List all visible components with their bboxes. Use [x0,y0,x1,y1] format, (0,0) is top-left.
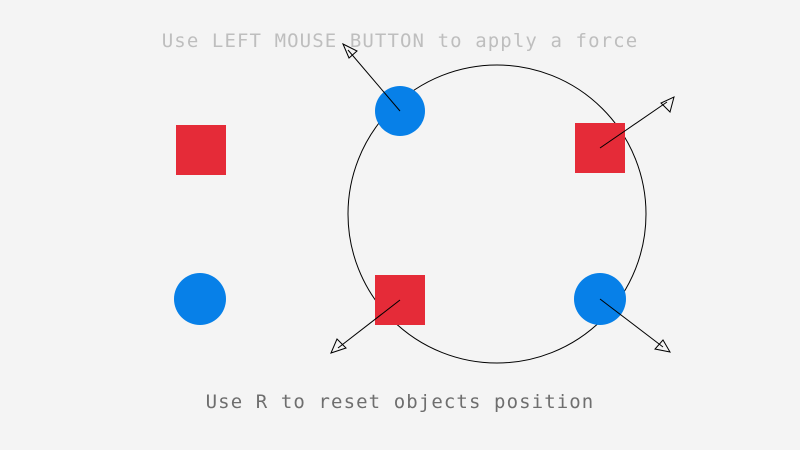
force-arrow-orbit-circle-top [342,42,401,112]
constraint-circle [347,64,647,364]
free-circle-left[interactable] [174,273,226,325]
hint-apply-force: Use LEFT MOUSE BUTTON to apply a force [161,30,639,52]
force-arrow-orbit-square-right [599,96,675,149]
free-square-left[interactable] [176,125,226,175]
hint-reset-objects: Use R to reset objects position [205,391,595,413]
force-arrow-orbit-square-bottom [330,299,401,354]
force-arrow-orbit-circle-bottom-right [599,298,671,353]
